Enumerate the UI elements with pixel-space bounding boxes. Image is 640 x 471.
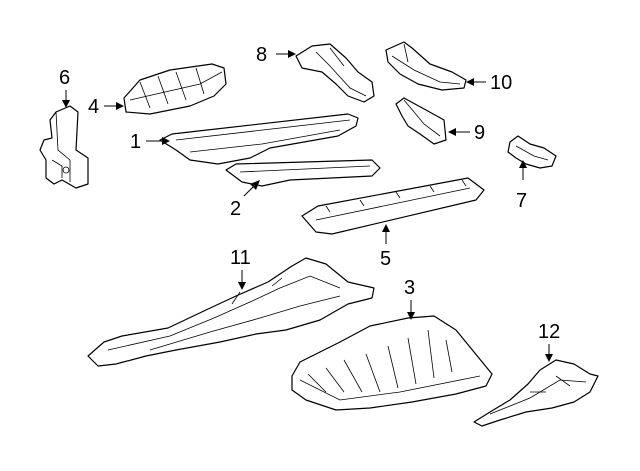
callout-12: 12 (538, 321, 560, 343)
part-5-crossmember (301, 177, 485, 235)
part-10-bracket (385, 41, 467, 91)
part-7-bracket (507, 135, 557, 169)
callout-1: 1 (130, 131, 141, 153)
part-6-bracket (39, 105, 89, 189)
callout-5: 5 (380, 248, 391, 270)
callout-2: 2 (230, 198, 241, 220)
callout-11: 11 (230, 247, 251, 269)
callout-9: 9 (474, 122, 485, 144)
callout-8: 8 (256, 44, 267, 66)
part-3-floor-pan (291, 315, 493, 411)
callout-4: 4 (88, 96, 99, 118)
part-12-rail (473, 359, 599, 427)
callout-7: 7 (516, 190, 527, 212)
part-2-reinforcement (225, 159, 381, 187)
part-1-reinforcement (159, 113, 359, 165)
callout-3: 3 (404, 277, 415, 299)
callout-6: 6 (59, 67, 70, 89)
part-9-bracket (395, 97, 447, 145)
callout-leaders (62, 50, 553, 362)
part-4-heat-shield (123, 63, 227, 115)
part-11-floor-pan (87, 257, 375, 367)
part-8-bracket (295, 43, 375, 103)
callout-10: 10 (490, 72, 512, 94)
